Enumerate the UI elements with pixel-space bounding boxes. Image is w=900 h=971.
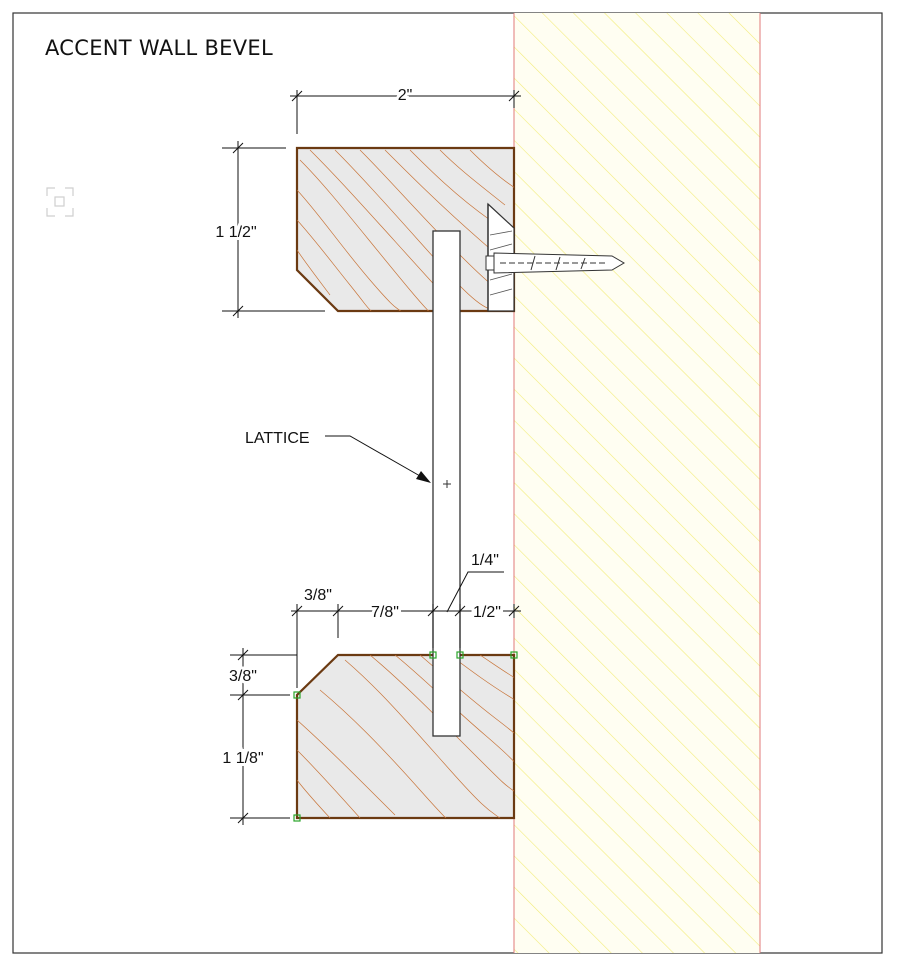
nail-icon (485, 252, 625, 274)
dim-top-height-label: 1 1/2" (215, 224, 256, 241)
dim-lattice-label: 1/4" (471, 552, 499, 569)
dim-bevel-v-label: 3/8" (229, 668, 257, 685)
top-bevel-block (295, 146, 516, 313)
dim-bottom-height-label: 1 1/8" (222, 750, 263, 767)
lattice-label: LATTICE (245, 430, 310, 447)
bottom-bevel-block (295, 653, 516, 820)
dim-slot-offset-label: 7/8" (371, 604, 399, 621)
dimension-bottom-height: 1 1/8" (219, 688, 290, 825)
dim-top-width-label: 2" (398, 87, 413, 104)
crosshair-icon[interactable] (46, 187, 74, 217)
dimension-chain-bottom: 3/8" 7/8" 1/2" (291, 587, 521, 688)
dimension-top-height: 1 1/2" (212, 141, 325, 318)
dim-back-offset-label: 1/2" (473, 604, 501, 621)
lattice-strip (432, 230, 461, 737)
drawing-title: ACCENT WALL BEVEL (45, 36, 273, 60)
snap-markers (293, 651, 518, 822)
dimension-lattice-thickness: 1/4" (446, 552, 504, 613)
dimension-top-width: 2" (290, 84, 521, 134)
dim-bevel-h-label: 3/8" (304, 587, 332, 604)
lattice-callout: LATTICE (245, 430, 431, 483)
wall-section (513, 13, 761, 953)
